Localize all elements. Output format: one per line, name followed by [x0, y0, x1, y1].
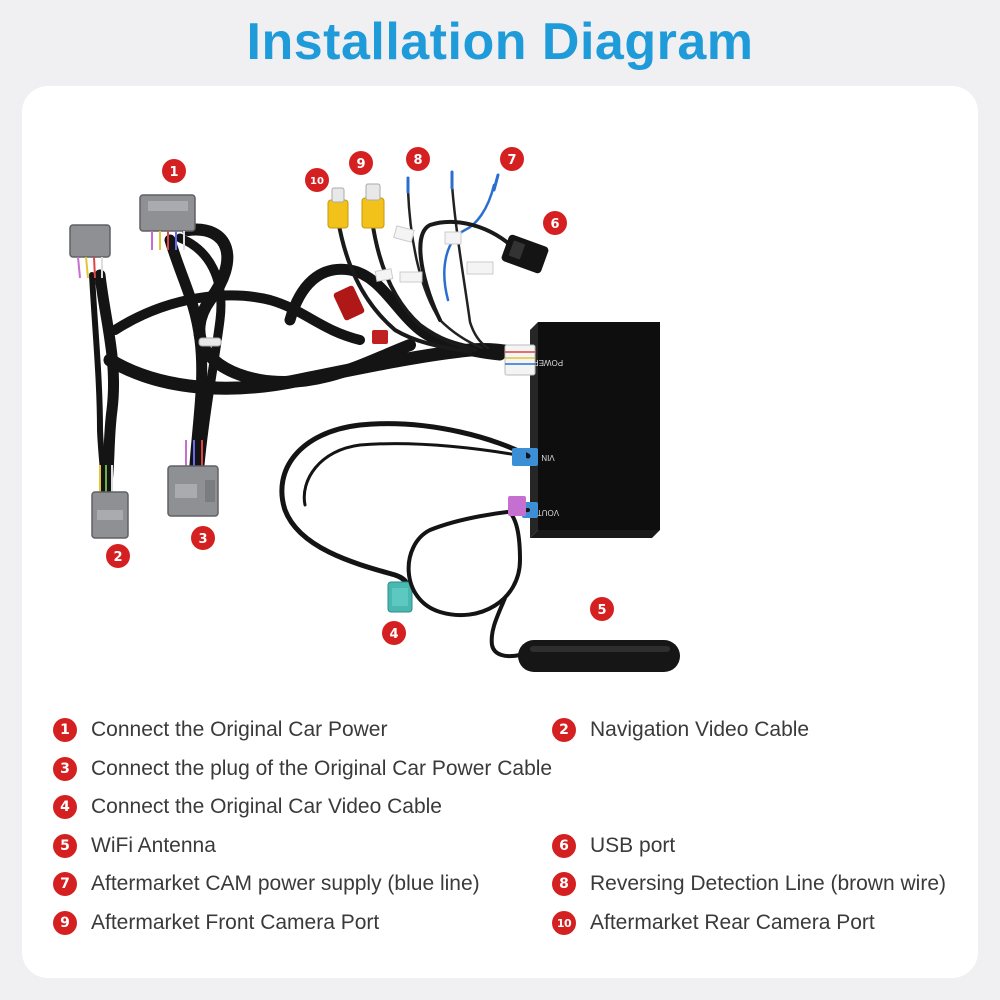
legend-item-2: 2 Navigation Video Cable [552, 718, 809, 742]
legend-badge-7: 7 [53, 872, 77, 896]
legend-item-4: 4 Connect the Original Car Video Cable [53, 795, 442, 819]
fakra-vout-plug [508, 496, 526, 516]
box-power-connector [504, 344, 536, 376]
svg-text:6: 6 [550, 217, 559, 232]
fakra-vin-plug [512, 448, 526, 466]
legend-item-9: 9 Aftermarket Front Camera Port [53, 911, 379, 935]
box-label-vin: VIN [541, 453, 555, 462]
svg-text:5: 5 [597, 603, 606, 618]
legend-item-5: 5 WiFi Antenna [53, 834, 216, 858]
legend-badge-1: 1 [53, 718, 77, 742]
legend-badge-10: 10 [552, 911, 576, 935]
connector-1 [139, 194, 196, 250]
legend-item-1: 1 Connect the Original Car Power [53, 718, 387, 742]
legend-text-6: USB port [590, 834, 676, 857]
badge-2: 2 [106, 544, 130, 568]
svg-text:9: 9 [356, 157, 365, 172]
legend-text-3: Connect the plug of the Original Car Pow… [91, 757, 553, 780]
usb-port-6 [501, 234, 549, 274]
rca-port-9 [361, 183, 385, 229]
svg-text:7: 7 [507, 153, 516, 168]
legend-badge-2: 2 [552, 718, 576, 742]
wire-tags [374, 225, 494, 283]
wifi-antenna-5 [518, 640, 680, 672]
thin-wires [336, 183, 522, 354]
legend-text-7: Aftermarket CAM power supply (blue line) [91, 872, 480, 895]
svg-text:1: 1 [169, 165, 178, 180]
zip-tie [198, 337, 222, 347]
video-cable [279, 421, 531, 595]
badge-1: 1 [162, 159, 186, 183]
antenna-cable [406, 508, 530, 659]
badge-6: 6 [543, 211, 567, 235]
legend-item-10: 10 Aftermarket Rear Camera Port [552, 911, 875, 935]
legend-text-4: Connect the Original Car Video Cable [91, 795, 442, 818]
badge-9: 9 [349, 151, 373, 175]
box-label-vout: VOUT [537, 508, 559, 517]
badge-10: 10 [305, 168, 329, 192]
legend-item-6: 6 USB port [552, 834, 675, 858]
legend-item-3: 3 Connect the plug of the Original Car P… [53, 757, 552, 781]
legend-badge-4: 4 [53, 795, 77, 819]
fakra-port-4 [387, 581, 413, 613]
legend-badge-9: 9 [53, 911, 77, 935]
legend-item-7: 7 Aftermarket CAM power supply (blue lin… [53, 872, 480, 896]
box-label-power: POWER [533, 358, 563, 367]
page-title: Installation Diagram [246, 13, 754, 71]
legend-text-8: Reversing Detection Line (brown wire) [590, 872, 946, 895]
legend-badge-6: 6 [552, 834, 576, 858]
legend-badge-5: 5 [53, 834, 77, 858]
legend-text-2: Navigation Video Cable [590, 718, 810, 741]
installation-diagram: POWER VIN VOUT 1 [69, 147, 680, 672]
rca-port-10 [327, 187, 349, 229]
legend-badge-3: 3 [53, 757, 77, 781]
legend-text-10: Aftermarket Rear Camera Port [590, 911, 875, 934]
legend-text-1: Connect the Original Car Power [91, 718, 388, 741]
badge-3: 3 [191, 526, 215, 550]
wire-tip-7 [492, 173, 500, 192]
svg-text:4: 4 [389, 627, 398, 642]
connector-3 [167, 440, 219, 517]
connector-left-top [69, 224, 111, 279]
badge-5: 5 [590, 597, 614, 621]
svg-text:3: 3 [198, 532, 207, 547]
svg-text:10: 10 [310, 176, 324, 187]
badge-7: 7 [500, 147, 524, 171]
legend-badge-8: 8 [552, 872, 576, 896]
legend-text-9: Aftermarket Front Camera Port [91, 911, 380, 934]
legend-item-8: 8 Reversing Detection Line (brown wire) [552, 872, 946, 896]
interface-box: POWER VIN VOUT [530, 322, 660, 538]
svg-text:8: 8 [413, 153, 422, 168]
legend-text-5: WiFi Antenna [91, 834, 216, 857]
connector-2 [91, 465, 129, 539]
svg-text:2: 2 [113, 550, 122, 565]
harness-cables [89, 223, 537, 498]
red-inline-connector [333, 285, 388, 344]
badge-4: 4 [382, 621, 406, 645]
badge-8: 8 [406, 147, 430, 171]
